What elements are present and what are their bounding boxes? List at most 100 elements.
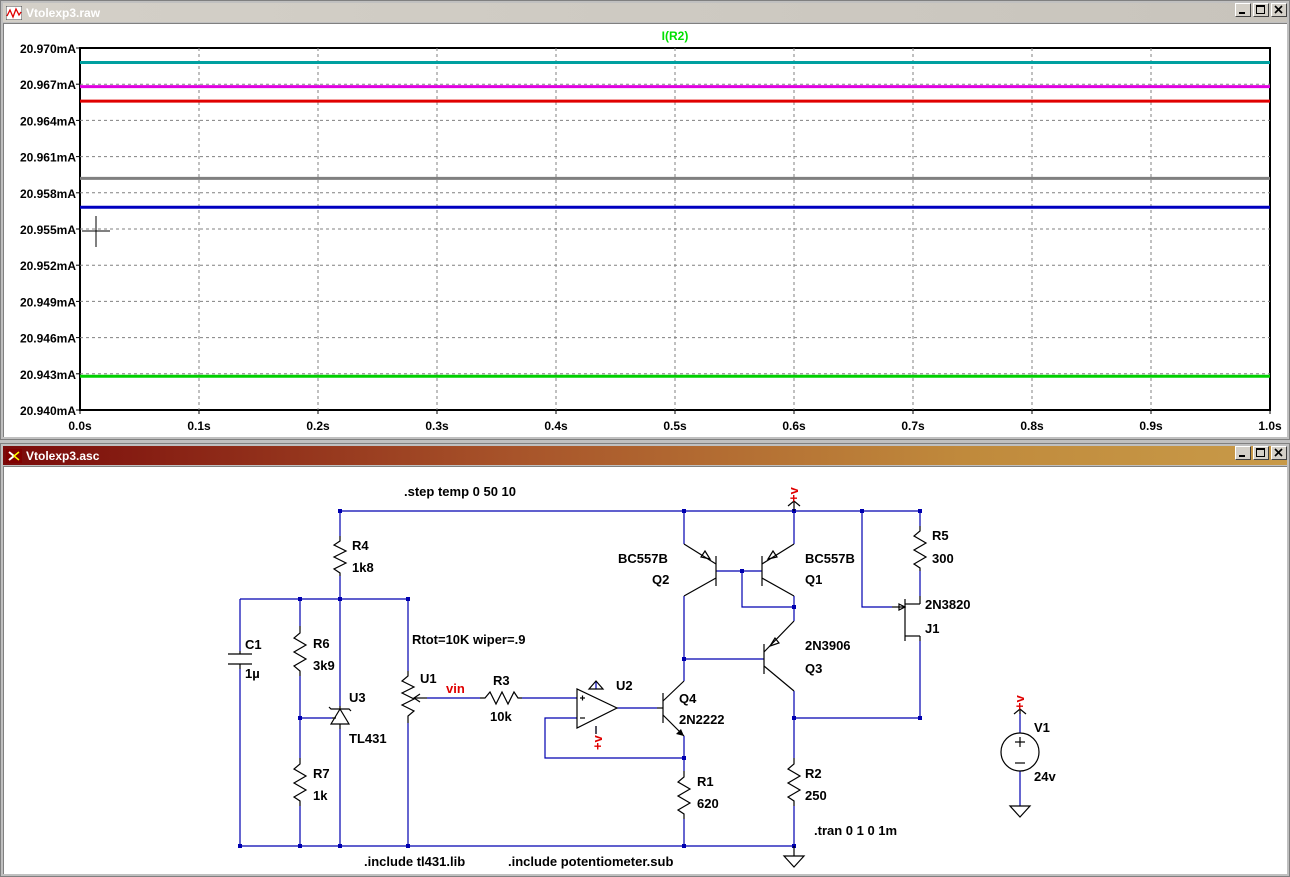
- j1-name: J1: [925, 621, 939, 636]
- ground-symbol[interactable]: [782, 855, 806, 868]
- u2-name: U2: [616, 678, 633, 693]
- y-tick-label: 20.940mA: [20, 404, 76, 418]
- resistor-r1[interactable]: [676, 771, 692, 819]
- q1-name: Q1: [805, 572, 822, 587]
- waveform-plot[interactable]: 20.970mA20.967mA20.964mA20.961mA20.958mA…: [4, 24, 1288, 438]
- net-label-plus-v[interactable]: +v: [590, 734, 605, 750]
- minimize-button[interactable]: [1235, 446, 1251, 460]
- include-potentiometer-directive[interactable]: .include potentiometer.sub: [508, 854, 673, 869]
- x-tick-label: 0.3s: [425, 419, 449, 433]
- schematic-window[interactable]: Vtolexp3.asc: [0, 443, 1290, 877]
- q1-value: BC557B: [805, 551, 855, 566]
- x-tick-label: 0.1s: [187, 419, 211, 433]
- q3-name: Q3: [805, 661, 822, 676]
- schematic-window-title: Vtolexp3.asc: [26, 448, 100, 463]
- r5-name: R5: [932, 528, 949, 543]
- schematic-canvas[interactable]: .step temp 0 50 10 .tran 0 1 0 1m .inclu…: [3, 466, 1287, 874]
- net-label-plus-v[interactable]: +v: [786, 486, 801, 502]
- y-tick-label: 20.955mA: [20, 223, 76, 237]
- maximize-button[interactable]: [1253, 3, 1269, 17]
- r3-name: R3: [493, 673, 510, 688]
- waveform-app-icon: [6, 5, 22, 20]
- x-tick-label: 0.4s: [544, 419, 568, 433]
- x-tick-label: 1.0s: [1258, 419, 1282, 433]
- trace-label-i-r2[interactable]: I(R2): [662, 29, 689, 43]
- plot-grid: [79, 47, 1271, 411]
- tran-directive[interactable]: .tran 0 1 0 1m: [814, 823, 897, 838]
- waveform-window-controls: [1233, 3, 1287, 17]
- shunt-regulator-u3[interactable]: [328, 706, 352, 729]
- y-tick-label: 20.970mA: [20, 42, 76, 56]
- resistor-r4[interactable]: [332, 536, 348, 576]
- net-label-plus-v[interactable]: +v: [1012, 694, 1027, 710]
- capacitor-c1[interactable]: [228, 651, 252, 669]
- c1-value: 1µ: [245, 666, 260, 681]
- r4-value: 1k8: [352, 560, 374, 575]
- step-directive[interactable]: .step temp 0 50 10: [404, 484, 516, 499]
- schematic-wires: [239, 510, 1021, 847]
- y-tick-label: 20.952mA: [20, 259, 76, 273]
- waveform-titlebar[interactable]: Vtolexp3.raw: [3, 3, 1287, 22]
- opamp-u2[interactable]: [576, 680, 619, 729]
- net-label-vin[interactable]: vin: [446, 681, 465, 696]
- r2-name: R2: [805, 766, 822, 781]
- supply-flags: [595, 500, 1027, 734]
- j1-value: 2N3820: [925, 597, 971, 612]
- v1-name: V1: [1034, 720, 1050, 735]
- minimize-button[interactable]: [1235, 3, 1251, 17]
- transistor-q1[interactable]: [761, 543, 795, 597]
- resistor-r3[interactable]: [480, 690, 522, 706]
- transistor-q3[interactable]: [763, 620, 795, 692]
- close-button[interactable]: [1271, 446, 1287, 460]
- y-tick-label: 20.949mA: [20, 295, 76, 309]
- jfet-j1[interactable]: [892, 596, 921, 641]
- schematic-app-icon: [6, 448, 22, 463]
- resistor-r6[interactable]: [292, 626, 308, 676]
- r7-value: 1k: [313, 788, 328, 803]
- q4-name: Q4: [679, 691, 697, 706]
- x-tick-label: 0.5s: [663, 419, 687, 433]
- close-icon: [1274, 5, 1283, 14]
- r6-value: 3k9: [313, 658, 335, 673]
- r6-name: R6: [313, 636, 330, 651]
- y-tick-label: 20.958mA: [20, 187, 76, 201]
- x-tick-label: 0.9s: [1139, 419, 1163, 433]
- y-tick-label: 20.946mA: [20, 332, 76, 346]
- close-button[interactable]: [1271, 3, 1287, 17]
- q3-value: 2N3906: [805, 638, 851, 653]
- resistor-r2[interactable]: [786, 758, 802, 806]
- r3-value: 10k: [490, 709, 512, 724]
- resistor-r5[interactable]: [912, 526, 928, 571]
- minimize-icon: [1239, 455, 1245, 457]
- y-tick-label: 20.961mA: [20, 151, 76, 165]
- plot-traces: [80, 60, 1270, 378]
- crosshair-cursor: [82, 216, 110, 247]
- u1-name: U1: [420, 671, 437, 686]
- schematic-window-controls: [1233, 446, 1287, 460]
- u3-value: TL431: [349, 731, 387, 746]
- r1-name: R1: [697, 774, 714, 789]
- u1-value: Rtot=10K wiper=.9: [412, 632, 525, 647]
- x-tick-label: 0.8s: [1020, 419, 1044, 433]
- r4-name: R4: [352, 538, 369, 553]
- r7-name: R7: [313, 766, 330, 781]
- transistor-q2[interactable]: [683, 543, 717, 597]
- transistor-q4[interactable]: [657, 680, 685, 737]
- v1-value: 24v: [1034, 769, 1056, 784]
- x-tick-label: 0.7s: [901, 419, 925, 433]
- maximize-icon: [1256, 448, 1265, 457]
- q2-value: BC557B: [618, 551, 668, 566]
- potentiometer-u1[interactable]: [400, 671, 427, 723]
- voltage-source-v1[interactable]: [1000, 732, 1040, 772]
- include-tl431-directive[interactable]: .include tl431.lib: [364, 854, 465, 869]
- u3-name: U3: [349, 690, 366, 705]
- schematic-titlebar[interactable]: Vtolexp3.asc: [3, 446, 1287, 465]
- schematic-drawing[interactable]: .step temp 0 50 10 .tran 0 1 0 1m .inclu…: [4, 467, 1288, 875]
- maximize-button[interactable]: [1253, 446, 1269, 460]
- maximize-icon: [1256, 5, 1265, 14]
- r2-value: 250: [805, 788, 827, 803]
- ground-symbol[interactable]: [1008, 805, 1032, 818]
- resistor-r7[interactable]: [292, 758, 308, 806]
